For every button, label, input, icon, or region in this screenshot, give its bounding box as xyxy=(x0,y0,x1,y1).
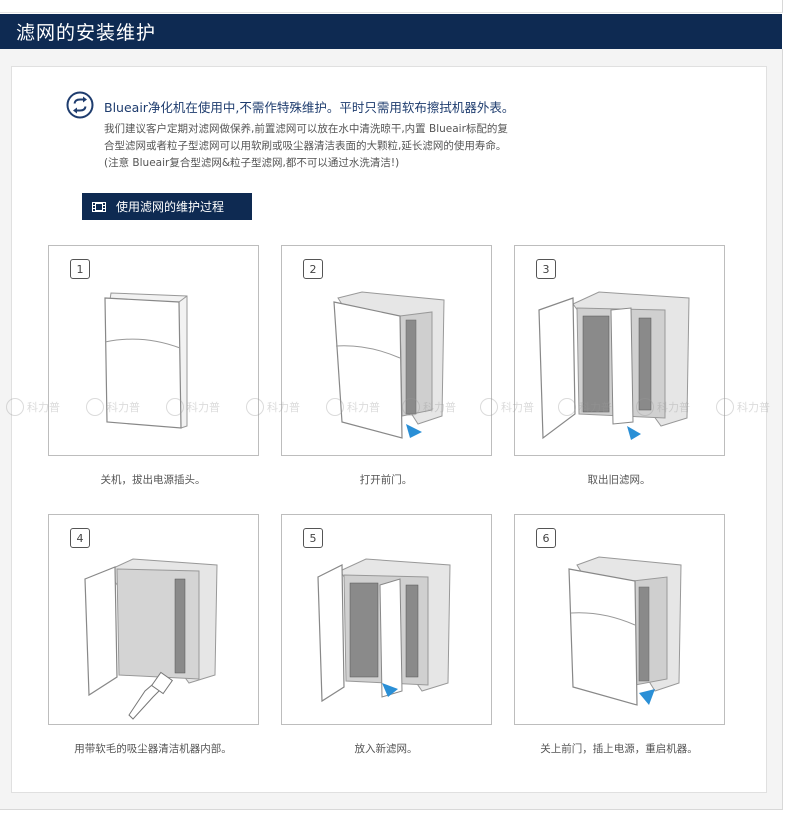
step-5-caption: 放入新滤网。 xyxy=(354,743,418,755)
purifier-door-opening-illustration xyxy=(333,291,445,439)
step-6-panel: 6 xyxy=(514,514,725,725)
step-2-number: 2 xyxy=(303,259,323,279)
step-3-panel: 3 xyxy=(514,245,725,456)
step-1-panel: 1 xyxy=(48,245,259,456)
step-6-number: 6 xyxy=(536,528,556,548)
step-4-caption: 用带软毛的吸尘器清洁机器内部。 xyxy=(74,743,232,755)
intro-description: 我们建议客户定期对滤网做保养,前置滤网可以放在水中清洗晾干,内置 Blueair… xyxy=(104,121,574,172)
intro-headline: Blueair净化机在使用中,不需作特殊维护。平时只需用软布擦拭机器外表。 xyxy=(104,100,515,115)
step-2-caption: 打开前门。 xyxy=(359,474,413,486)
step-3-number: 3 xyxy=(536,259,556,279)
step-4-number: 4 xyxy=(70,528,90,548)
step-4-panel: 4 xyxy=(48,514,259,725)
step-3-caption: 取出旧滤网。 xyxy=(587,474,651,486)
filter-maintenance-video-button[interactable]: 使用滤网的维护过程 xyxy=(82,193,252,220)
top-divider xyxy=(0,0,783,13)
purifier-closed-illustration xyxy=(104,292,188,429)
step-2-panel: 2 xyxy=(281,245,492,456)
section-title: 滤网的安装维护 xyxy=(16,22,157,44)
step-5-number: 5 xyxy=(303,528,323,548)
step-6-caption: 关上前门，插上电源，重启机器。 xyxy=(540,743,698,755)
refresh-icon xyxy=(66,91,94,119)
intro-line: (注意 Blueair复合型滤网&粒子型滤网,都不可以通过水洗清洁!) xyxy=(104,157,400,169)
step-1-number: 1 xyxy=(70,259,90,279)
step-1-caption: 关机，拔出电源插头。 xyxy=(100,474,206,486)
section-header: 滤网的安装维护 xyxy=(0,14,782,49)
intro-line: 合型滤网或者粒子型滤网可以用软刷或吸尘器清洁表面的大颗粒,延长滤网的使用寿命。 xyxy=(104,140,507,152)
step-5-panel: 5 xyxy=(281,514,492,725)
remove-old-filter-illustration xyxy=(538,291,690,440)
vacuum-clean-interior-illustration xyxy=(84,558,218,720)
film-icon xyxy=(92,201,106,212)
intro-line: 我们建议客户定期对滤网做保养,前置滤网可以放在水中清洗晾干,内置 Blueair… xyxy=(104,123,508,135)
close-door-restart-illustration xyxy=(568,556,682,706)
filter-maintenance-video-label: 使用滤网的维护过程 xyxy=(116,200,225,214)
insert-new-filter-illustration xyxy=(317,558,451,703)
